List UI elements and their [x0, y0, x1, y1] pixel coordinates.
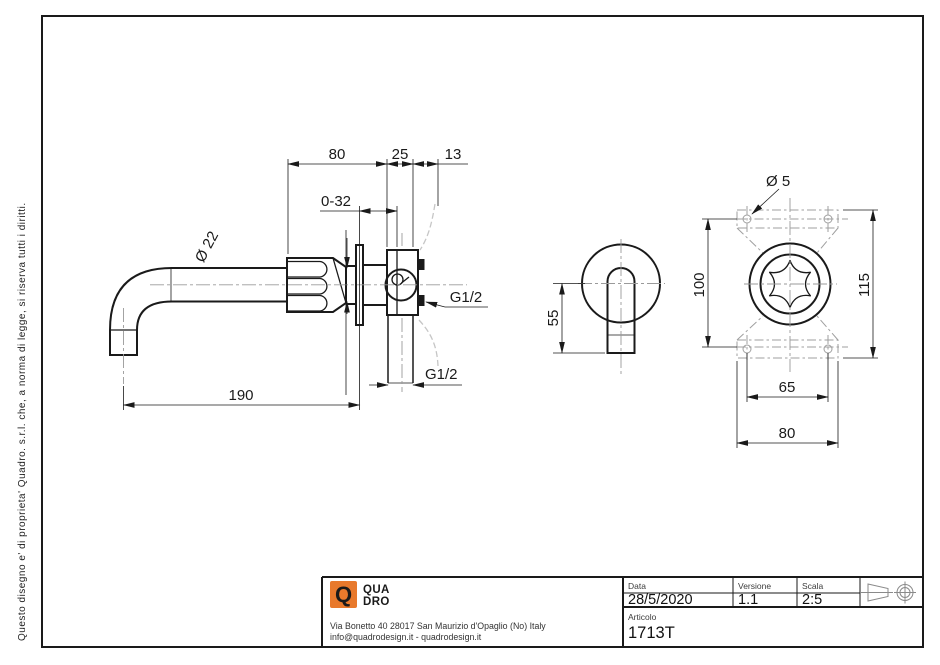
- wall-break-line: [418, 319, 439, 367]
- dim-13: 13: [445, 146, 462, 163]
- field-scala-label: Scala: [802, 581, 824, 591]
- in-wall-body: [386, 249, 419, 316]
- quadro-logo: Q QUA DRO: [330, 581, 390, 608]
- title-block: Q QUA DRO Via Bonetto 40 28017 San Mauri…: [321, 576, 923, 647]
- logo-q-glyph: Q: [335, 582, 352, 607]
- dim-115: 115: [856, 273, 873, 297]
- side-view: 80 25 13 0-32 Ø 22 G1/2 G1/2 190: [109, 146, 488, 410]
- field-data-label: Data: [628, 581, 646, 591]
- wall-break-line: [419, 203, 436, 251]
- address-line-1: Via Bonetto 40 28017 San Maurizio d'Opag…: [330, 621, 546, 631]
- mounting-view: Ø 5 100 115 65 80: [691, 173, 878, 448]
- outlet-nipple: [418, 259, 425, 270]
- field-scala-value: 2:5: [802, 592, 822, 608]
- dim-80: 80: [329, 146, 346, 163]
- logo-square: [330, 581, 357, 608]
- logo-word-top: QUA: [363, 584, 390, 596]
- field-articolo-value: 1713T: [628, 624, 675, 642]
- dim-65: 65: [779, 379, 796, 396]
- knob-flute: [287, 294, 328, 312]
- dim-dia-5: Ø 5: [766, 173, 790, 190]
- address-line-2: info@quadrodesign.it - quadrodesign.it: [330, 632, 482, 642]
- dim-190: 190: [228, 387, 253, 404]
- bracket-plate-top: [736, 209, 839, 229]
- first-angle-projection-icon: [860, 581, 916, 604]
- field-versione-value: 1.1: [738, 592, 758, 608]
- field-articolo-label: Articolo: [628, 612, 657, 622]
- dim-dia-22: Ø 22: [192, 229, 222, 266]
- ownership-disclaimer: Questo disegno e' di proprieta' Quadro. …: [17, 202, 28, 641]
- knob-flute: [287, 277, 328, 295]
- field-versione-label: Versione: [738, 581, 771, 591]
- dim-100: 100: [691, 272, 708, 297]
- front-view: 55: [545, 239, 665, 377]
- dim-25: 25: [392, 146, 409, 163]
- outlet-nipple: [418, 295, 425, 306]
- label-g12-side: G1/2: [450, 289, 483, 306]
- logo-word-bottom: DRO: [363, 596, 390, 608]
- dim-0-32: 0-32: [321, 193, 351, 210]
- field-data-value: 28/5/2020: [628, 592, 693, 608]
- spout-profile: [109, 267, 287, 356]
- label-g12-bottom: G1/2: [425, 366, 458, 383]
- dim-55: 55: [545, 310, 562, 327]
- bracket-plate-bottom: [736, 339, 839, 359]
- dim-80-mounting: 80: [779, 425, 796, 442]
- sheet-border: [41, 15, 924, 648]
- spout-front: [606, 267, 636, 354]
- knob-flute: [287, 260, 328, 278]
